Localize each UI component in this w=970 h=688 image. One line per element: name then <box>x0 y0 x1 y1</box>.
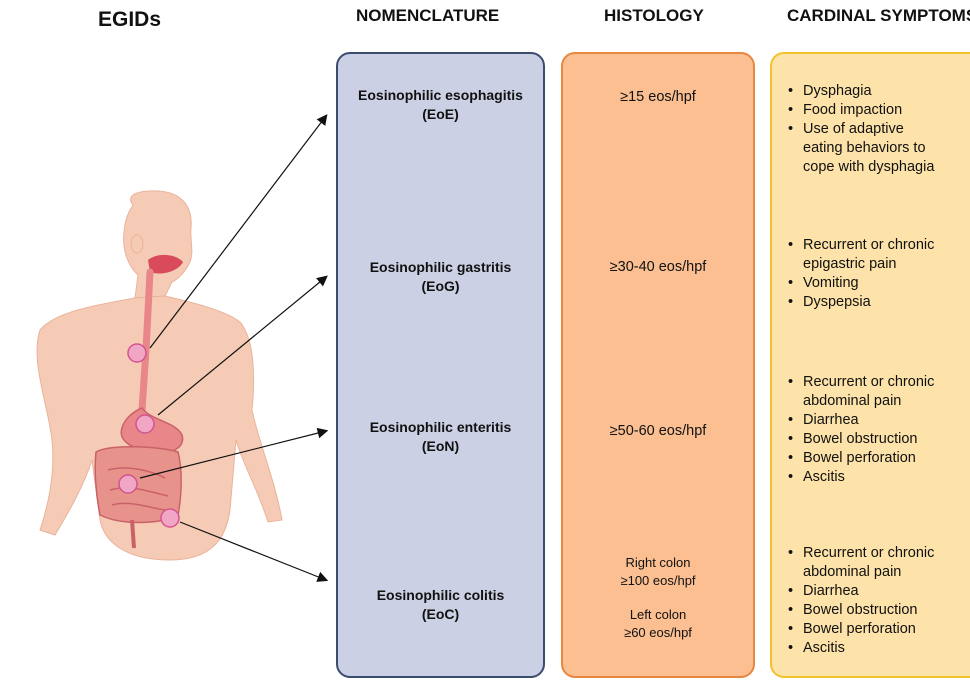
symptom-item: Bowel perforation <box>786 449 970 468</box>
nomenclature-eon-name: Eosinophilic enteritis <box>369 419 512 435</box>
histology-eoc-right-label: Right colon <box>625 555 691 570</box>
egids-title: EGIDs <box>98 8 162 31</box>
histology-eon: ≥50-60 eos/hpf <box>609 423 707 439</box>
histology-eog: ≥30-40 eos/hpf <box>609 259 707 275</box>
symptom-item: Ascitis <box>786 468 970 487</box>
symptom-item: Recurrent or chronic abdominal pain <box>786 544 970 582</box>
symptom-item: Diarrhea <box>786 411 970 430</box>
symptom-item: Recurrent or chronic abdominal pain <box>786 373 970 411</box>
symptoms-eoc-list: Recurrent or chronic abdominal pain Diar… <box>786 544 970 658</box>
nomenclature-eon-abbrev: (EoN) <box>421 438 460 454</box>
symptoms-eoe-list: Dysphagia Food impaction Use of adaptive <box>786 82 970 139</box>
histology-eoe: ≥15 eos/hpf <box>620 89 696 105</box>
symptom-item: Use of adaptive <box>786 120 970 139</box>
human-gi-illustration <box>36 114 329 582</box>
histology-header: HISTOLOGY <box>604 6 704 25</box>
nomenclature-eoe-name: Eosinophilic esophagitis <box>358 87 523 103</box>
symptoms-eog-list: Recurrent or chronic epigastric pain Vom… <box>786 236 970 312</box>
histology-eoc-right-colon: Right colon ≥100 eos/hpf <box>561 554 755 590</box>
histology-eoc-right-value: ≥100 eos/hpf <box>620 573 696 588</box>
symptom-item: Ascitis <box>786 639 970 658</box>
symptom-item: Diarrhea <box>786 582 970 601</box>
nomenclature-eog: Eosinophilic gastritis (EoG) <box>336 258 545 296</box>
nomenclature-header: NOMENCLATURE <box>356 6 500 25</box>
symptom-item: Food impaction <box>786 101 970 120</box>
symptom-item: Dyspepsia <box>786 293 970 312</box>
symptom-item: Vomiting <box>786 274 970 293</box>
symptoms-eoe-continuation: eating behaviors to cope with dysphagia <box>786 139 970 177</box>
nomenclature-eoc: Eosinophilic colitis (EoC) <box>336 586 545 624</box>
symptom-item-continuation: cope with dysphagia <box>803 159 935 175</box>
histology-eoc-left-label: Left colon <box>629 607 687 622</box>
histology-eoc-left-colon: Left colon ≥60 eos/hpf <box>561 606 755 642</box>
nomenclature-eog-abbrev: (EoG) <box>421 278 460 294</box>
symptom-item: Bowel obstruction <box>786 430 970 449</box>
symptom-item: Bowel perforation <box>786 620 970 639</box>
histology-panel <box>561 52 755 678</box>
nomenclature-eoc-abbrev: (EoC) <box>421 606 460 622</box>
symptoms-eon-list: Recurrent or chronic abdominal pain Diar… <box>786 373 970 487</box>
histology-eoc-left-value: ≥60 eos/hpf <box>624 625 692 640</box>
cardinal-symptoms-header: CARDINAL SYMPTOMS <box>787 6 970 25</box>
eosinophil-markers <box>118 343 180 528</box>
symptom-item: Bowel obstruction <box>786 601 970 620</box>
oral-cavity <box>148 254 183 274</box>
symptom-item: Dysphagia <box>786 82 970 101</box>
nomenclature-eon: Eosinophilic enteritis (EoN) <box>336 418 545 456</box>
symptom-item-continuation: eating behaviors to <box>803 140 926 156</box>
connector-arrows <box>139 114 329 582</box>
nomenclature-eog-name: Eosinophilic gastritis <box>369 259 512 275</box>
nomenclature-panel <box>336 52 545 678</box>
nomenclature-eoe-abbrev: (EoE) <box>422 106 459 122</box>
nomenclature-eoc-name: Eosinophilic colitis <box>376 587 505 603</box>
symptom-item: Recurrent or chronic epigastric pain <box>786 236 970 274</box>
nomenclature-eoe: Eosinophilic esophagitis (EoE) <box>336 86 545 124</box>
